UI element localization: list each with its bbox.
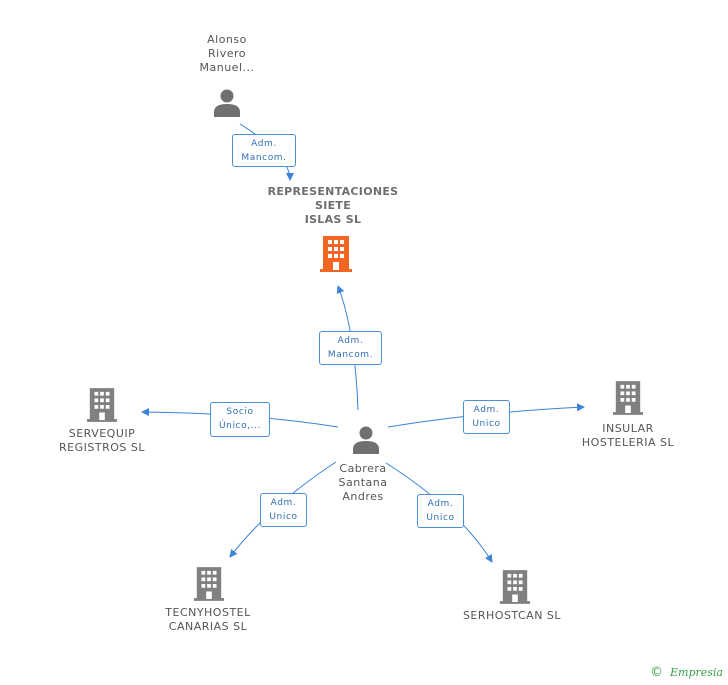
node-label-cabrera[interactable]: Cabrera Santana Andres	[338, 462, 388, 503]
node-label-servequip[interactable]: SERVEQUIP REGISTROS SL	[59, 427, 145, 454]
edge-label-cabrera-serhostcan[interactable]: Adm. Unico	[417, 494, 464, 528]
building-icon[interactable]	[320, 236, 352, 272]
node-label-alonso[interactable]: Alonso Rivero Manuel...	[199, 33, 255, 74]
edge-label-cabrera-main[interactable]: Adm. Mancom.	[319, 331, 382, 365]
person-icon[interactable]	[351, 425, 381, 455]
brand-logo[interactable]: Empresia	[670, 666, 723, 679]
edge-label-cabrera-servequip[interactable]: Socio Único,...	[210, 402, 270, 437]
copyright-icon: ©	[650, 665, 663, 680]
building-icon[interactable]	[194, 567, 224, 601]
edge-label-cabrera-tecnyhostel[interactable]: Adm. Unico	[260, 493, 307, 527]
node-label-insular[interactable]: INSULAR HOSTELERIA SL	[581, 422, 675, 449]
building-icon[interactable]	[500, 570, 530, 604]
person-icon[interactable]	[212, 88, 242, 118]
edge-label-cabrera-insular[interactable]: Adm. Unico	[463, 400, 510, 434]
edge-label-alonso-main[interactable]: Adm. Mancom.	[232, 134, 296, 167]
building-icon[interactable]	[613, 381, 643, 415]
node-label-tecnyhostel[interactable]: TECNYHOSTEL CANARIAS SL	[165, 606, 251, 633]
building-icon[interactable]	[87, 388, 117, 422]
node-label-serhostcan[interactable]: SERHOSTCAN SL	[462, 609, 562, 622]
node-label-main-company[interactable]: REPRESENTACIONES SIETE ISLAS SL	[267, 185, 399, 226]
